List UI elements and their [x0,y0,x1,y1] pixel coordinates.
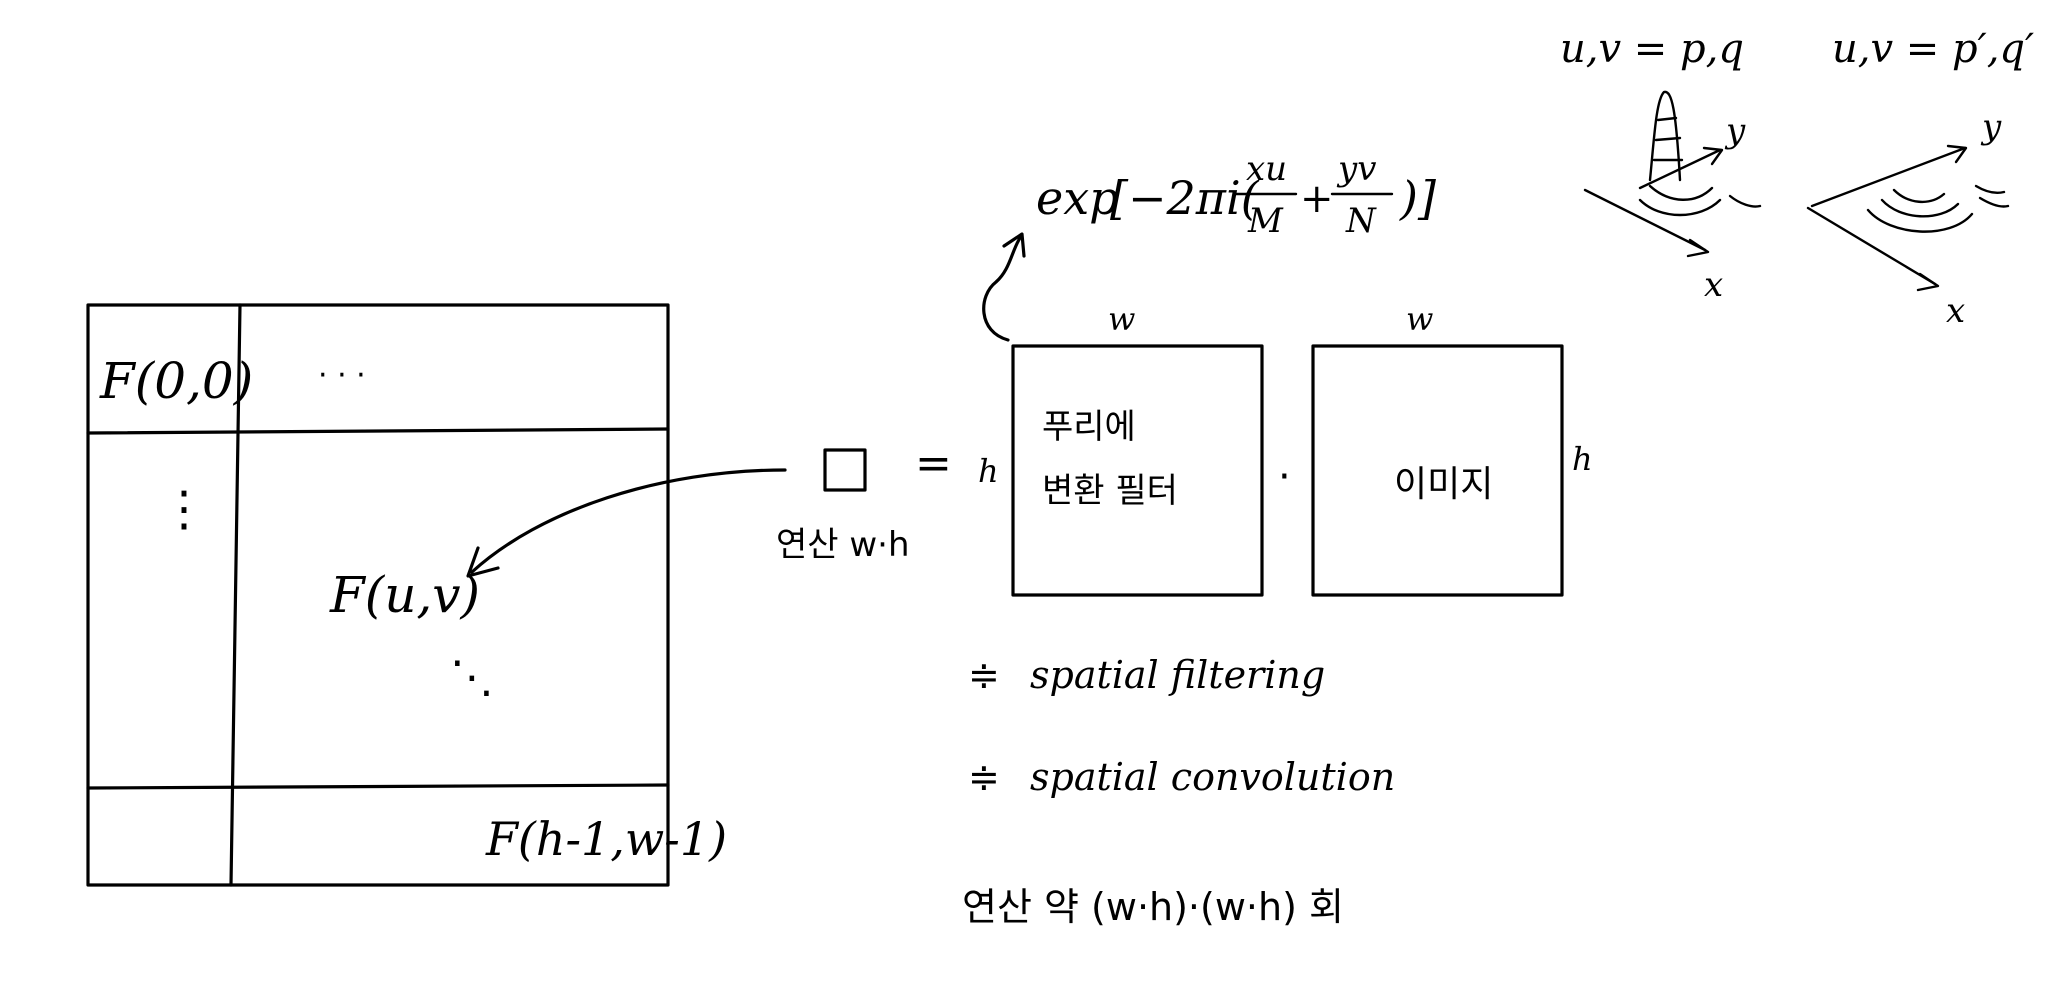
kernel-formula: exp [−2πi( xu M + yv N )] [1036,149,1436,241]
cost-label: 연산 w·h [776,525,910,565]
diagonal-ellipsis: ⋱ [450,652,494,703]
matrix-row-divider-bottom [86,783,670,790]
brace-arrow-curve [982,236,1022,342]
note-total-cost: 연산 약 (w·h)·(w·h) 회 [962,885,1344,929]
matrix-border [86,303,670,887]
surface-left-peak [1648,90,1682,182]
filter-height-label: h [978,452,999,490]
surface-left-y-arrowhead [1702,146,1724,166]
dot-operator: · [1278,454,1291,500]
equals-sign: = [915,438,952,489]
surface-sketches: u,v = p,q u,v = p′,q′ y x y x [1560,26,2034,331]
brace-arrow-head [1002,232,1026,258]
formula-close: )] [1399,171,1436,225]
cell-fh1w1: F(h-1,w-1) [485,812,727,866]
approx-symbol-1: ≑ [968,653,1000,697]
note-spatial-filtering: spatial filtering [1030,653,1325,697]
approx-symbol-2: ≑ [968,755,1000,799]
pointer-arrow-curve [470,468,787,574]
surface-right-y-arrowhead [1946,144,1968,164]
note-spatial-convolution: spatial convolution [1030,755,1395,799]
cell-f00: F(0,0) [99,352,253,410]
operation-group: = 연산 w·h w h 푸리에 변환 필터 · w h 이미지 [776,232,1593,597]
frac2-denominator: N [1345,201,1377,241]
top-ellipsis: · · · [318,358,366,393]
left-ellipsis: ⋮ [160,481,208,537]
frac1-numerator: xu [1246,149,1287,189]
matrix-row-divider-top [86,427,670,435]
fourier-filter-box [1011,344,1264,597]
image-width-label: w [1406,300,1433,338]
surface-left-title: u,v = p,q [1560,26,1744,72]
surface-right-edge [1974,184,2010,208]
surface-right-title: u,v = p′,q′ [1832,26,2034,72]
surface-right: y x [1806,107,2010,331]
frac2-numerator: yv [1336,149,1376,189]
surface-right-x-axis [1806,206,1937,286]
formula-plus: + [1300,176,1334,222]
surface-left-ripples [1638,184,1722,217]
filter-label-line1: 푸리에 [1042,407,1136,447]
surface-right-y-label: y [1980,107,2002,147]
surface-left-peak-hatch [1652,116,1684,162]
cell-fuv: F(u,v) [329,566,480,624]
surface-left-x-axis [1583,188,1707,252]
filter-label-line2: 변환 필터 [1042,471,1178,511]
frac1-denominator: M [1247,201,1284,241]
result-square-icon [823,448,867,492]
pointer-arrow [466,468,787,578]
coefficient-matrix: F(0,0) · · · ⋮ F(u,v) ⋱ F(h-1,w-1) [86,303,727,887]
surface-right-x-arrowhead [1916,272,1940,292]
surface-right-y-axis [1810,146,1967,208]
image-box [1311,344,1564,597]
image-label: 이미지 [1394,464,1493,505]
surface-right-rings [1866,188,1974,233]
image-height-label: h [1572,440,1593,478]
notes-group: ≑ spatial filtering ≑ spatial convolutio… [962,653,1395,929]
surface-left-x-arrowhead [1686,238,1710,258]
pointer-arrow-head [466,546,500,578]
surface-right-x-label: x [1946,291,1965,331]
surface-left-edge [1728,194,1762,208]
surface-left-x-label: x [1704,265,1723,305]
formula-body: [−2πi( [1110,171,1260,225]
filter-width-label: w [1108,300,1135,338]
surface-left: y x [1583,90,1762,305]
surface-left-y-label: y [1724,111,1746,151]
formula-prefix: exp [1036,171,1119,225]
